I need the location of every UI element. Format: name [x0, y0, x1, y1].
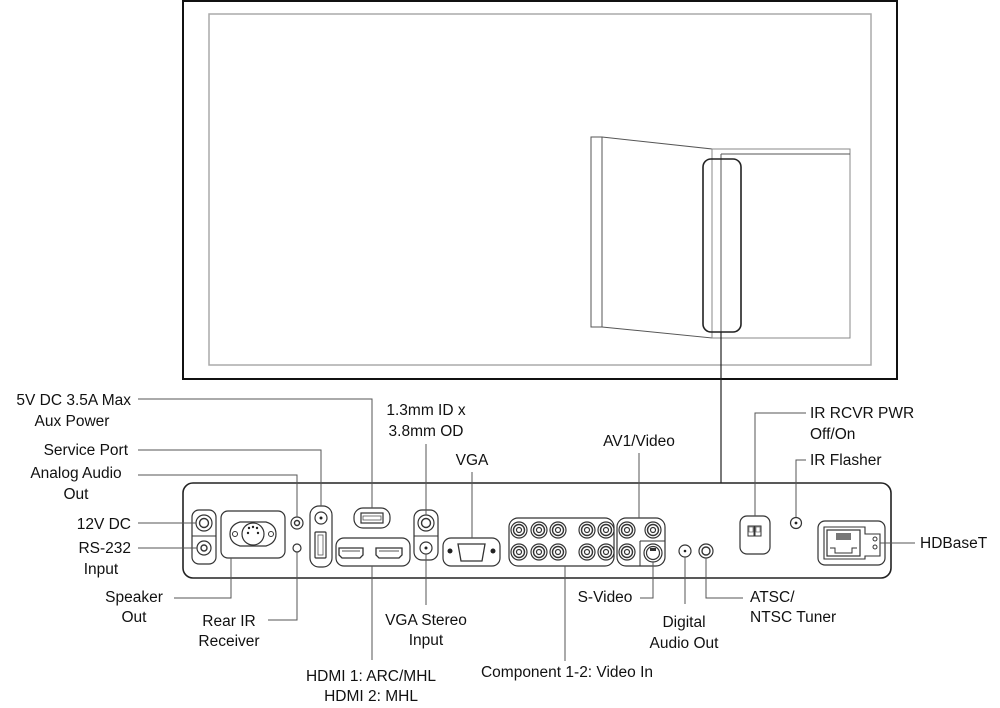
label-atsc-2: NTSC Tuner [750, 609, 836, 626]
label-analog-audio: Analog Audio [30, 465, 121, 482]
rca-jack [549, 521, 567, 539]
rca-jack [510, 521, 528, 539]
rca-jack [578, 543, 596, 561]
label-dc-spec: 1.3mm ID x [386, 402, 465, 419]
label-ir-rcvr: IR RCVR PWR [810, 405, 914, 422]
rca-jack [618, 543, 636, 561]
rca-jack [597, 521, 615, 539]
labels: 5V DC 3.5A Max Aux Power Service Port An… [16, 392, 987, 705]
panel-door [590, 136, 851, 483]
label-speaker: Speaker [105, 589, 163, 606]
leader-lines [138, 398, 915, 661]
label-aux-power-2: Aux Power [35, 413, 110, 430]
label-vga-stereo-2: Input [409, 632, 444, 649]
rca-jack [597, 543, 615, 561]
usb-aux-power [353, 507, 391, 529]
label-rs232: RS-232 [78, 540, 131, 557]
rca-jack [510, 543, 528, 561]
label-component: Component 1-2: Video In [481, 664, 653, 681]
label-analog-audio-2: Out [64, 486, 90, 503]
label-service-port: Service Port [44, 442, 129, 459]
label-rear-ir: Rear IR [202, 613, 255, 630]
rca-jack [644, 521, 662, 539]
vga-port [442, 537, 501, 567]
label-ir-rcvr-2: Off/On [810, 426, 855, 443]
label-hdmi-1: HDMI 1: ARC/MHL [306, 668, 436, 685]
label-vga: VGA [456, 452, 489, 469]
component-jacks [508, 517, 615, 567]
rca-jack [530, 543, 548, 561]
label-12v-dc: 12V DC [77, 516, 131, 533]
dc-vga-audio-group [413, 509, 439, 561]
service-port-group [309, 505, 333, 568]
label-hdbaset: HDBaseT [920, 535, 988, 552]
dc-rs232-group [191, 509, 217, 565]
label-digital-audio-2: Audio Out [650, 635, 720, 652]
panel-highlight [702, 158, 742, 333]
rear-ir-sensor [292, 543, 302, 553]
label-dc-spec-2: 3.8mm OD [389, 423, 464, 440]
label-vga-stereo: VGA Stereo [385, 612, 467, 629]
label-av1: AV1/Video [603, 433, 675, 450]
rca-jack [549, 543, 567, 561]
rca-jack [530, 521, 548, 539]
label-speaker-2: Out [122, 609, 148, 626]
speaker-connector [220, 510, 286, 559]
label-atsc: ATSC/ [750, 589, 795, 606]
label-digital-audio: Digital [662, 614, 705, 631]
label-svideo: S-Video [578, 589, 633, 606]
rca-jack [618, 521, 636, 539]
av1-jacks [616, 517, 666, 567]
label-hdmi-2: HDMI 2: MHL [324, 688, 418, 705]
label-ir-flasher: IR Flasher [810, 452, 882, 469]
ir-rcvr-switch [739, 515, 771, 555]
label-aux-power: 5V DC 3.5A Max [16, 392, 131, 409]
hdbaset-port [817, 520, 886, 566]
hdmi-ports [335, 537, 411, 567]
rca-jack [578, 521, 596, 539]
label-rear-ir-2: Receiver [198, 633, 259, 650]
label-rs232-2: Input [84, 561, 119, 578]
